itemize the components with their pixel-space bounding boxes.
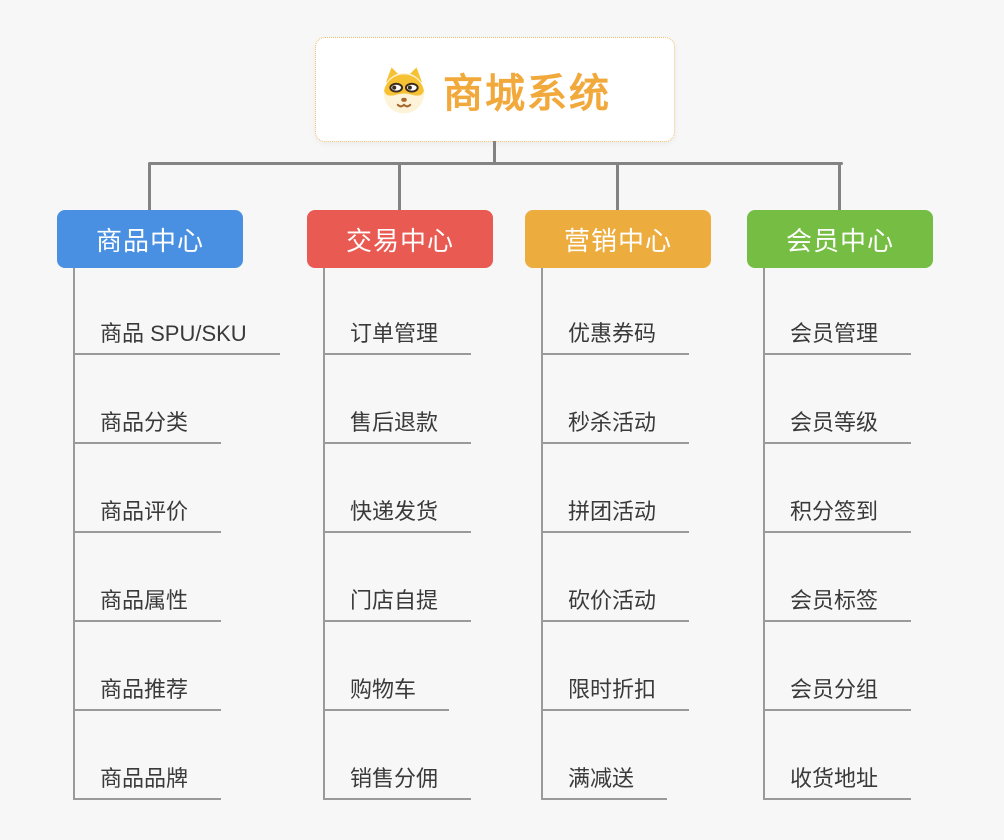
topic-item[interactable]: 售后退款 (323, 400, 472, 444)
topic-item[interactable]: 会员分组 (763, 667, 912, 711)
topic-item[interactable]: 商品推荐 (73, 667, 222, 711)
branch-stub-line (838, 164, 841, 210)
topic-item[interactable]: 收货地址 (763, 756, 912, 800)
branch-trunk-line (541, 268, 543, 800)
shiba-dog-icon (383, 66, 425, 113)
topic-item[interactable]: 秒杀活动 (541, 400, 690, 444)
branch-trunk-line (323, 268, 325, 800)
topic-item[interactable]: 销售分佣 (323, 756, 472, 800)
branch-stub-line (616, 164, 619, 210)
topic-item[interactable]: 优惠券码 (541, 311, 690, 355)
topic-item[interactable]: 积分签到 (763, 489, 912, 533)
branch-bus-line (148, 162, 843, 165)
topic-item[interactable]: 拼团活动 (541, 489, 690, 533)
topic-item[interactable]: 会员标签 (763, 578, 912, 622)
branch-trade-center: 交易中心 订单管理 售后退款 快递发货 门店自提 购物车 销售分佣 (307, 210, 493, 810)
topic-item[interactable]: 快递发货 (323, 489, 472, 533)
root-connector-line (493, 141, 496, 164)
branch-node-goods-center[interactable]: 商品中心 (57, 210, 243, 268)
topic-item[interactable]: 商品品牌 (73, 756, 222, 800)
topic-item[interactable]: 会员管理 (763, 311, 912, 355)
topic-item[interactable]: 门店自提 (323, 578, 472, 622)
topic-item[interactable]: 商品分类 (73, 400, 222, 444)
topic-item[interactable]: 满减送 (541, 756, 668, 800)
topic-item[interactable]: 会员等级 (763, 400, 912, 444)
branch-trunk-line (763, 268, 765, 800)
branch-node-member-center[interactable]: 会员中心 (747, 210, 933, 268)
root-title: 商城系统 (443, 71, 611, 116)
branch-member-center: 会员中心 会员管理 会员等级 积分签到 会员标签 会员分组 收货地址 (747, 210, 933, 810)
branch-stub-line (148, 164, 151, 210)
topic-item[interactable]: 砍价活动 (541, 578, 690, 622)
topic-item[interactable]: 订单管理 (323, 311, 472, 355)
topic-item[interactable]: 商品属性 (73, 578, 222, 622)
branch-marketing-center: 营销中心 优惠券码 秒杀活动 拼团活动 砍价活动 限时折扣 满减送 (525, 210, 711, 810)
topic-item[interactable]: 限时折扣 (541, 667, 690, 711)
topic-item[interactable]: 商品 SPU/SKU (73, 311, 280, 355)
branch-node-trade-center[interactable]: 交易中心 (307, 210, 493, 268)
root-node[interactable]: 商城系统 (315, 37, 675, 142)
topic-item[interactable]: 商品评价 (73, 489, 222, 533)
branch-stub-line (398, 164, 401, 210)
branch-goods-center: 商品中心 商品 SPU/SKU 商品分类 商品评价 商品属性 商品推荐 商品品牌 (57, 210, 280, 810)
topic-item[interactable]: 购物车 (323, 667, 450, 711)
branch-trunk-line (73, 268, 75, 800)
branch-node-marketing-center[interactable]: 营销中心 (525, 210, 711, 268)
